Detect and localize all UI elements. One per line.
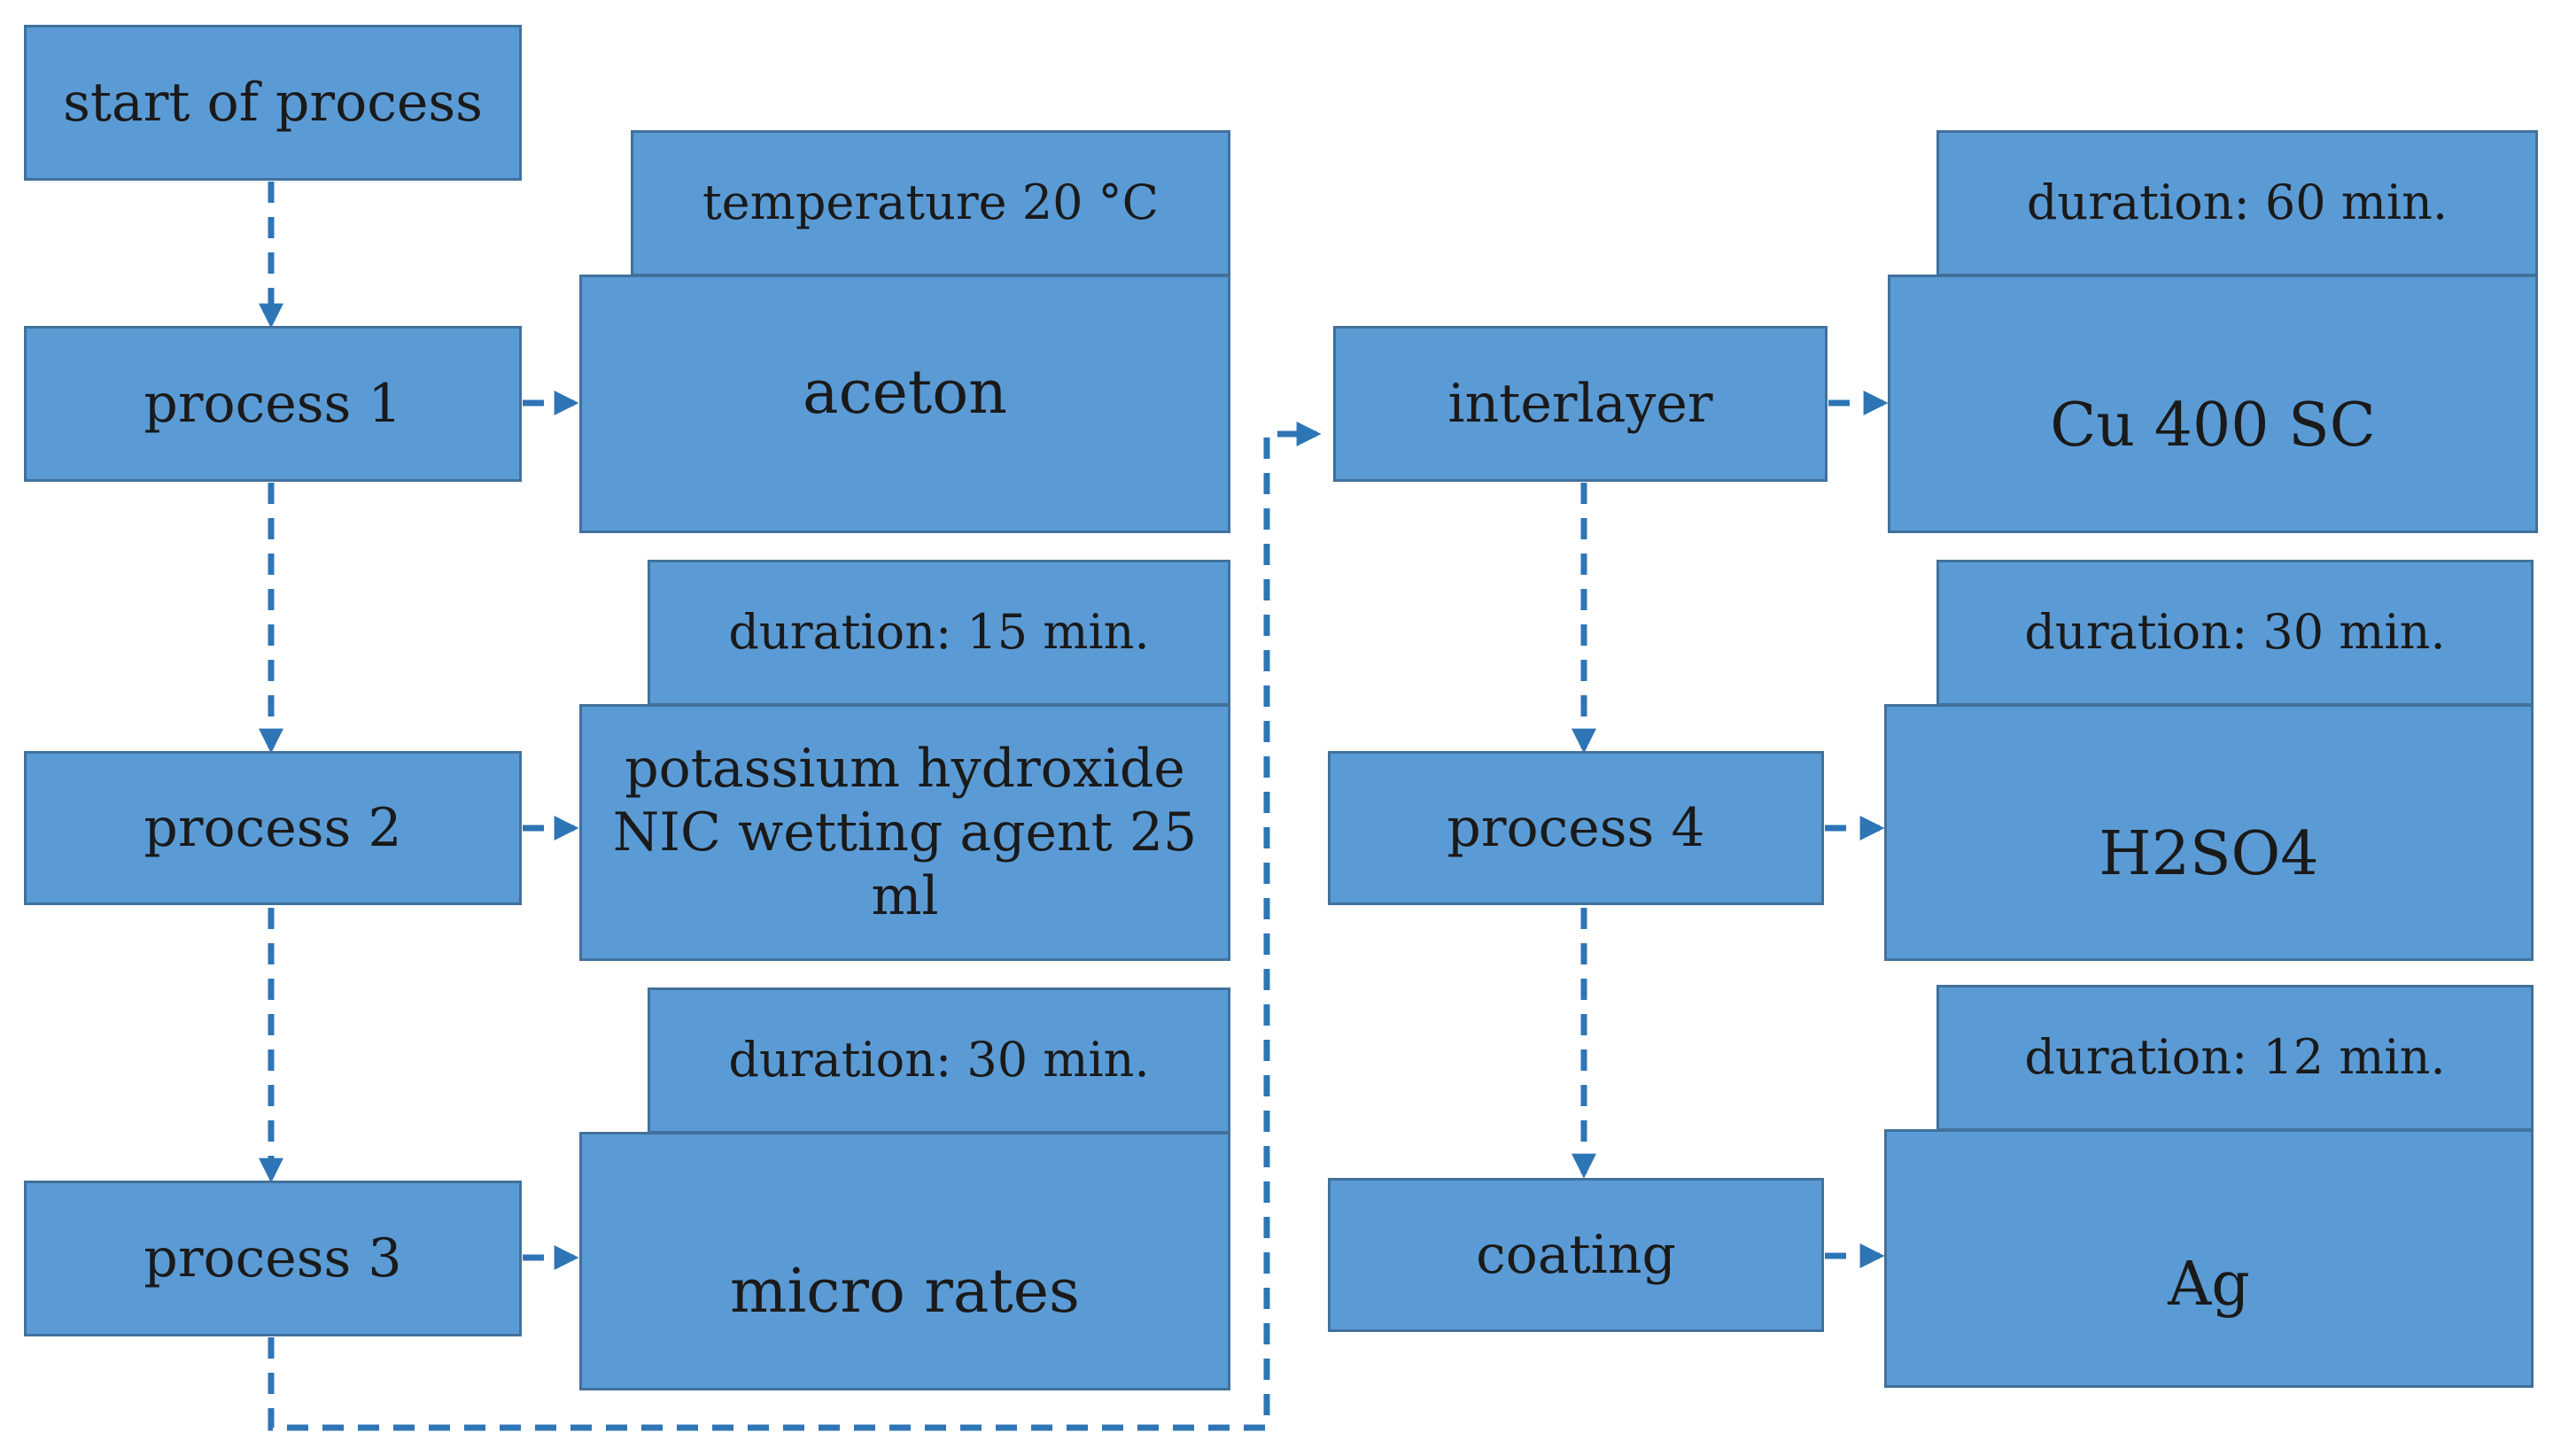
duration-60-box: duration: 60 min. bbox=[1936, 130, 2538, 276]
process-4-box: process 4 bbox=[1328, 751, 1824, 905]
cu-400-sc-box: Cu 400 SC bbox=[1888, 275, 2538, 533]
start-of-process-box: start of process bbox=[24, 25, 522, 181]
process-3-box: process 3 bbox=[24, 1181, 522, 1336]
aceton-box: aceton bbox=[579, 275, 1230, 533]
ag-box: Ag bbox=[1884, 1129, 2534, 1388]
micro-rates-box: micro rates bbox=[579, 1132, 1230, 1390]
duration-30-right-box: duration: 30 min. bbox=[1936, 560, 2534, 706]
h2so4-box: H2SO4 bbox=[1884, 704, 2534, 961]
coating-box: coating bbox=[1328, 1178, 1824, 1332]
duration-12-box: duration: 12 min. bbox=[1936, 985, 2534, 1131]
temperature-box: temperature 20 °C bbox=[631, 130, 1230, 276]
duration-15-box: duration: 15 min. bbox=[648, 560, 1230, 706]
process-2-box: process 2 bbox=[24, 751, 522, 905]
process-1-box: process 1 bbox=[24, 326, 522, 482]
arrow-process3-to-interlayer bbox=[268, 422, 1322, 1431]
duration-30-left-box: duration: 30 min. bbox=[648, 987, 1230, 1134]
interlayer-box: interlayer bbox=[1333, 326, 1828, 482]
potassium-hydroxide-box: potassium hydroxide NIC wetting agent 25… bbox=[579, 704, 1230, 961]
